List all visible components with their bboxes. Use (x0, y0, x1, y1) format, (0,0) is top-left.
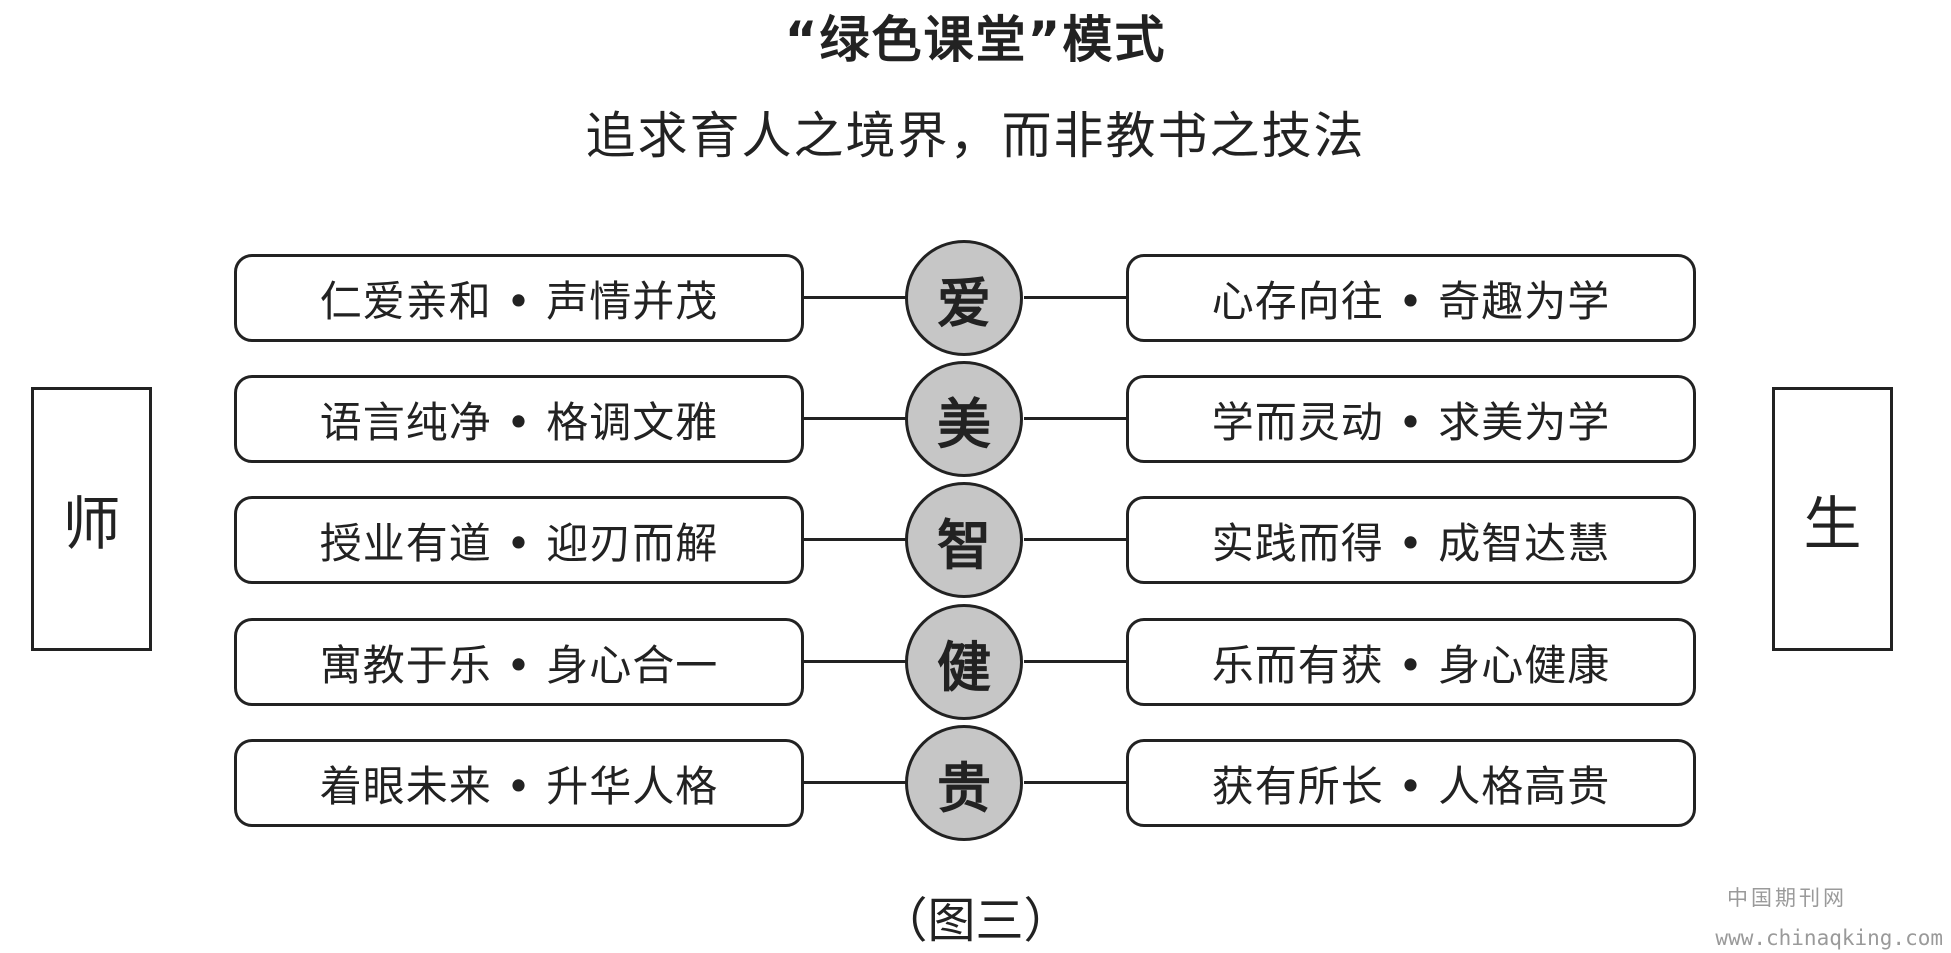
teacher-trait-box: 寓教于乐 • 身心合一 (234, 618, 804, 706)
student-label: 生 (1803, 490, 1862, 558)
row-ai: 仁爱亲和 • 声情并茂 爱 心存向往 • 奇趣为学 (0, 240, 1951, 356)
center-circle: 贵 (905, 725, 1023, 841)
connector-line (1024, 296, 1127, 299)
center-circle: 健 (905, 604, 1023, 720)
connector-line (1024, 538, 1127, 541)
diagram-title: “绿色课堂”模式 (784, 11, 1167, 69)
student-trait-box: 实践而得 • 成智达慧 (1126, 496, 1696, 584)
teacher-trait-box: 着眼未来 • 升华人格 (234, 739, 804, 827)
figure-caption: （图三） (879, 893, 1072, 949)
connector-line (803, 781, 906, 784)
connector-line (1024, 660, 1127, 663)
student-trait-box: 乐而有获 • 身心健康 (1126, 618, 1696, 706)
diagram-subtitle: 追求育人之境界，而非教书之技法 (585, 107, 1366, 165)
center-circle: 智 (905, 482, 1023, 598)
connector-line (803, 296, 906, 299)
student-box: 生 (1772, 387, 1893, 651)
row-mei: 语言纯净 • 格调文雅 美 学而灵动 • 求美为学 (0, 361, 1951, 477)
student-trait-box: 学而灵动 • 求美为学 (1126, 375, 1696, 463)
row-zhi: 授业有道 • 迎刃而解 智 实践而得 • 成智达慧 (0, 482, 1951, 598)
student-trait-box: 获有所长 • 人格高贵 (1126, 739, 1696, 827)
connector-line (803, 660, 906, 663)
connector-line (803, 538, 906, 541)
teacher-box: 师 (31, 387, 152, 651)
row-gui: 着眼未来 • 升华人格 贵 获有所长 • 人格高贵 (0, 725, 1951, 841)
center-circle: 美 (905, 361, 1023, 477)
teacher-label: 师 (62, 490, 121, 558)
center-circle: 爱 (905, 240, 1023, 356)
row-jian: 寓教于乐 • 身心合一 健 乐而有获 • 身心健康 (0, 604, 1951, 720)
watermark-url: www.chinaqking.com (1715, 926, 1943, 950)
teacher-trait-box: 仁爱亲和 • 声情并茂 (234, 254, 804, 342)
connector-line (1024, 781, 1127, 784)
student-trait-box: 心存向往 • 奇趣为学 (1126, 254, 1696, 342)
connector-line (1024, 417, 1127, 420)
watermark-site-name: 中国期刊网 (1727, 886, 1847, 910)
connector-line (803, 417, 906, 420)
teacher-trait-box: 语言纯净 • 格调文雅 (234, 375, 804, 463)
teacher-trait-box: 授业有道 • 迎刃而解 (234, 496, 804, 584)
